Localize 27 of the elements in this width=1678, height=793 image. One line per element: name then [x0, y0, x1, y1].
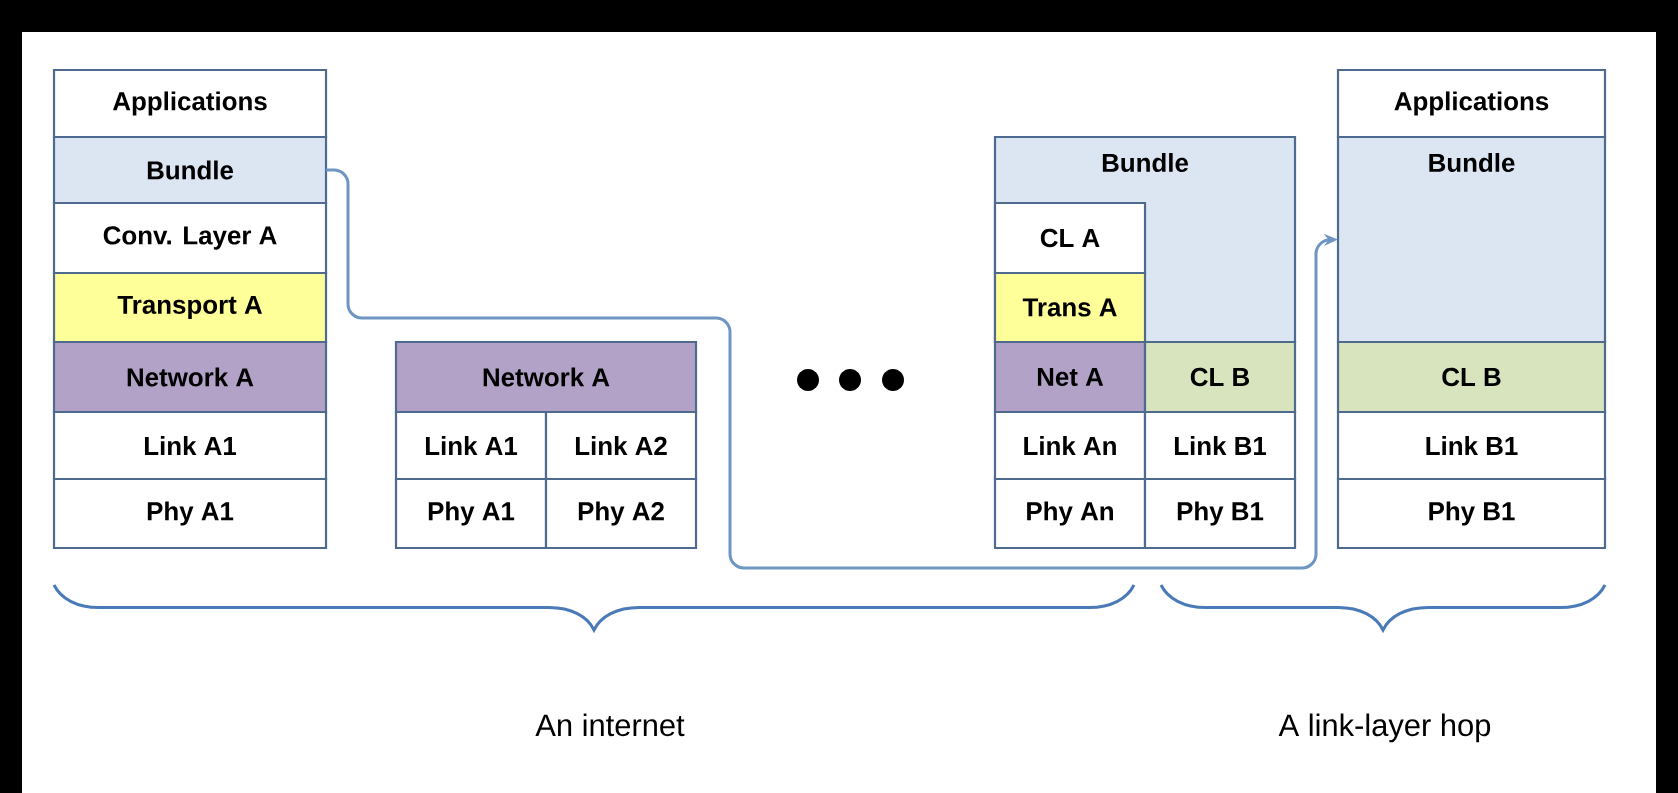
- layer-box: Bundle: [52, 135, 328, 205]
- layer-box: Transport A: [52, 271, 328, 344]
- layer-box: Link A2: [544, 410, 698, 481]
- layer-box: Bundle: [1336, 135, 1607, 344]
- layer-box: Phy A2: [544, 477, 698, 550]
- layer-box: Link B1: [1143, 410, 1297, 481]
- layer-box: Trans A: [993, 271, 1147, 344]
- layer-box: Phy A1: [394, 477, 548, 550]
- layer-box: Link B1: [1336, 410, 1607, 481]
- layer-box: Applications: [1336, 68, 1607, 139]
- layer-box: Phy A1: [52, 477, 328, 550]
- layer-box: CL B: [1143, 340, 1297, 414]
- layer-box: Applications: [52, 68, 328, 139]
- layer-box: Phy An: [993, 477, 1147, 550]
- layer-box: Link An: [993, 410, 1147, 481]
- layer-box: Link A1: [394, 410, 548, 481]
- layer-box: Net A: [993, 340, 1147, 414]
- layer-box: Conv. Layer A: [52, 201, 328, 275]
- layer-box: Phy B1: [1143, 477, 1297, 550]
- brace-label: An internet: [535, 713, 685, 737]
- brace-label: A link-layer hop: [1278, 713, 1491, 743]
- layer-box: CL B: [1336, 340, 1607, 414]
- layer-box: Network A: [52, 340, 328, 414]
- layer-box: Network A: [394, 340, 698, 414]
- layer-box: Phy B1: [1336, 477, 1607, 550]
- layer-box: CL A: [993, 201, 1147, 275]
- layer-box: Link A1: [52, 410, 328, 481]
